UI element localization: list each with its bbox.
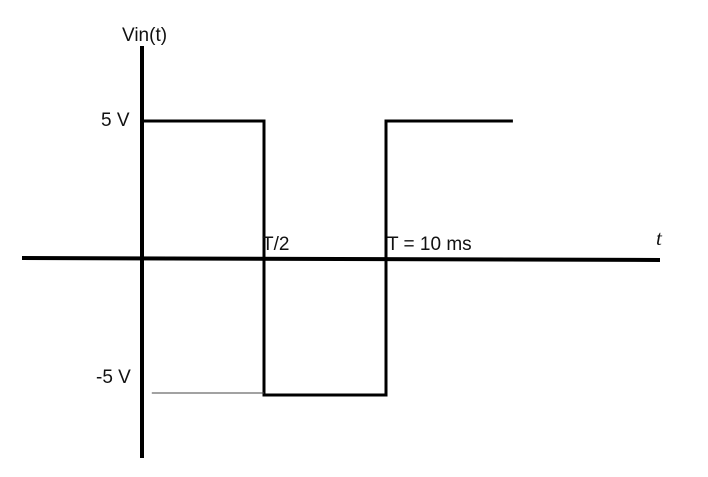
x-tick-label-half-period: T/2 [262, 234, 289, 255]
x-axis [21, 256, 661, 262]
x-tick-label-period: T = 10 ms [387, 234, 472, 255]
y-tick-label-positive: 5 V [101, 110, 130, 131]
y-axis-label: Vin(t) [122, 25, 167, 46]
square-wave-series-0 [142, 119, 513, 397]
x-axis-label: t [656, 226, 663, 250]
series-layer [142, 119, 513, 397]
y-tick-label-negative: -5 V [96, 367, 131, 388]
